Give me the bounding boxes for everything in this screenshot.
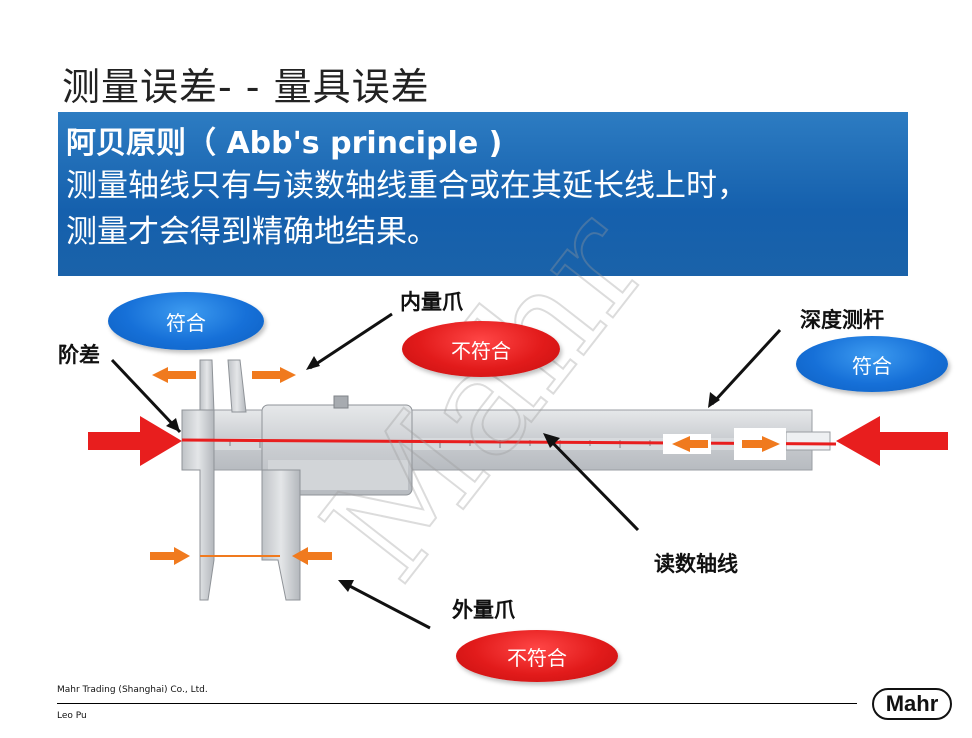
label-depth-rod: 深度测杆 [800,308,884,332]
label-inner-jaw: 内量爪 [400,290,463,314]
badge-step-conforms: 符合 [108,292,264,350]
footer-author: Leo Pu [57,711,87,721]
banner-text-line-1: 测量轴线只有与读数轴线重合或在其延长线上时， [66,168,748,204]
left-measuring-arrow [88,416,182,466]
right-measuring-arrow [836,416,948,466]
badge-outer-jaw-text: 不符合 [507,645,567,670]
outer-jaw-left-arrow [292,547,332,565]
badge-inner-jaw-text: 不符合 [451,338,511,363]
reading-axis-pointer-arrow [544,434,640,532]
inner-jaw-pointer-arrow [309,312,393,370]
depth-rod-pointer-arrow [710,328,782,406]
badge-depth-rod-text: 符合 [852,353,892,378]
outer-jaw-pointer-arrow [341,580,431,630]
inner-jaw-right-arrow [252,367,296,383]
label-reading-axis: 读数轴线 [654,552,738,576]
banner-text-line-2: 测量才会得到精确地结果。 [66,214,438,250]
footer-company: Mahr Trading (Shanghai) Co., Ltd. [57,685,208,695]
badge-outer-jaw-nonconforming: 不符合 [456,630,618,682]
depth-rod-right-arrow [742,436,780,452]
measuring-axis-line [181,438,837,446]
mahr-logo: Mahr [872,688,952,720]
badge-inner-jaw-nonconforming: 不符合 [402,321,560,377]
outer-jaw-right-arrow [150,547,190,565]
label-step: 阶差 [58,343,100,367]
footer-divider [57,703,857,704]
badge-depth-rod-conforms: 符合 [796,336,948,392]
depth-rod-left-arrow [672,436,708,452]
inner-jaw-left-arrow [152,367,196,383]
slide-title: 测量误差- - 量具误差 [62,65,430,109]
step-pointer-arrow [110,358,182,434]
mahr-watermark: Mahr [291,181,682,612]
badge-step-text: 符合 [166,310,206,335]
principle-banner: 阿贝原则（ Abb's principle ) 测量轴线只有与读数轴线重合或在其… [58,112,908,276]
banner-heading: 阿贝原则（ Abb's principle ) [66,126,503,161]
label-outer-jaw: 外量爪 [452,598,515,622]
